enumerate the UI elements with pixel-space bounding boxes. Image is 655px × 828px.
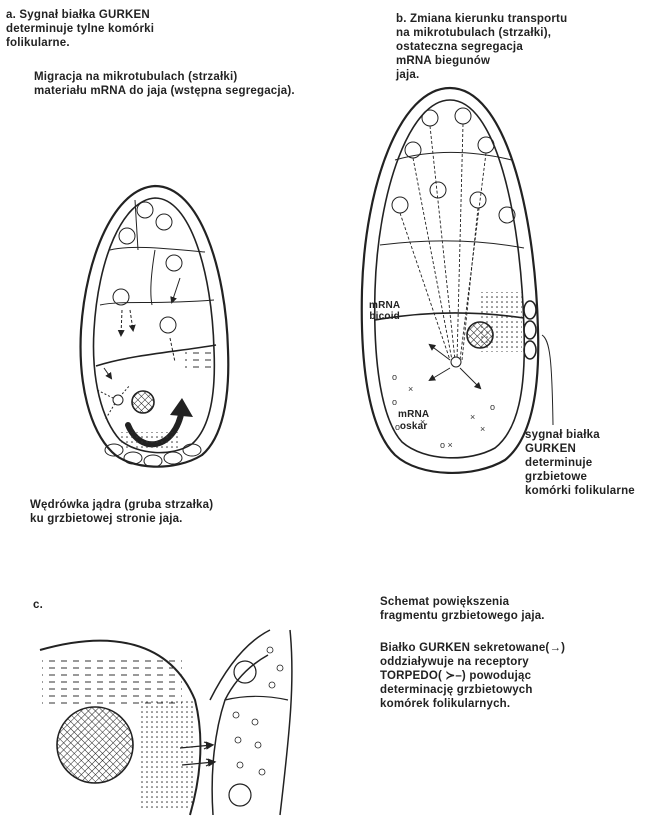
svg-text:×: ×	[408, 384, 413, 394]
svg-text:o: o	[490, 402, 495, 412]
svg-text:o: o	[395, 422, 400, 432]
svg-text:o: o	[392, 397, 397, 407]
svg-text:×: ×	[470, 412, 475, 422]
panel-a-egg-chamber	[81, 186, 229, 467]
svg-text:×: ×	[480, 424, 485, 434]
svg-text:o: o	[392, 372, 397, 382]
panel-b-egg-chamber: o × o × o × o × o ×	[362, 88, 553, 473]
panel-c-schema	[40, 630, 292, 815]
svg-text:o ×: o ×	[440, 440, 453, 450]
svg-text:×: ×	[420, 417, 425, 427]
